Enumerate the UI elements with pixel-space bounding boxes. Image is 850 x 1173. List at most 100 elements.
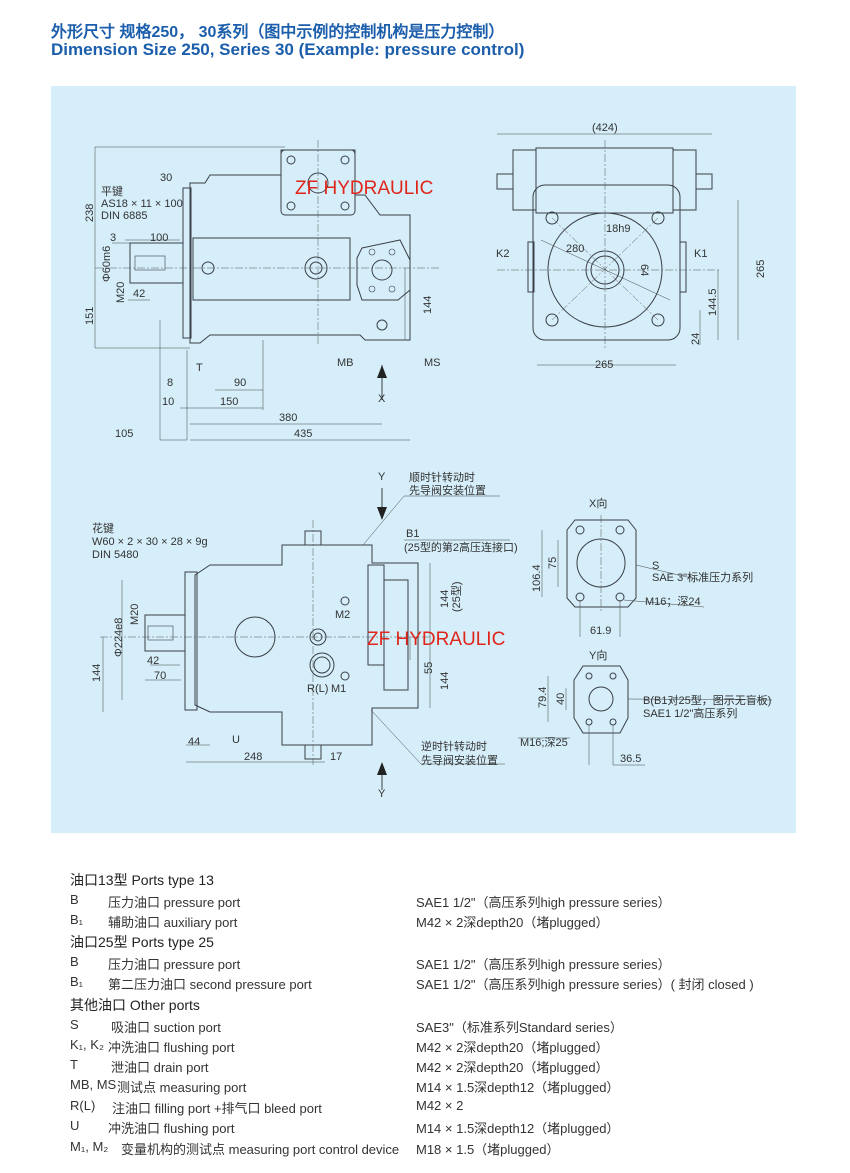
port-S-spec: SAE 3"标准压力系列 [652,570,753,584]
port-desc: 第二压力油口 second pressure port [108,977,312,992]
dim-248: 248 [244,751,262,763]
port-desc: 冲洗油口 flushing port [108,1121,235,1136]
dim-36-5: 36.5 [620,753,641,765]
port-spec: SAE1 1/2"（高压系列high pressure series）( 封闭 … [416,977,754,992]
dim-10: 10 [162,396,174,408]
port-M1: M1 [331,683,346,695]
title-chinese: 外形尺寸 规格250， 30系列（图中示例的控制机构是压力控制） [51,24,505,41]
dim-144-5: 144.5 [707,288,719,316]
lower-view-dimensions: Y Y 顺时针转动时 先导阀安装位置 花键 W60 × 2 × 30 × 28 … [91,470,518,800]
dim-435: 435 [294,428,312,440]
drawing-panel [51,86,796,833]
dim-18h9: 18h9 [606,223,630,235]
port-B-note: B(B1对25型，图示无盲板) [643,693,771,707]
port-desc: 变量机构的测试点 measuring port control device [121,1142,400,1157]
dim-105: 105 [115,428,133,440]
dim-79-4: 79.4 [537,687,549,708]
port-code: M₁, M₂ [70,1139,109,1154]
port-desc: 压力油口 pressure port [108,895,241,910]
spline-label: 花键 [92,521,114,535]
port-B1: B1 [406,528,419,540]
y-view: Y向 79.4 40 B(B1对25型，图示无盲板) SAE1 1/2"高压系列… [518,648,773,766]
dim-44: 44 [188,736,200,748]
port-desc: 冲洗油口 flushing port [108,1040,235,1055]
spline-din: DIN 5480 [92,549,138,561]
dim-280: 280 [566,243,584,255]
port-desc: 辅助油口 auxiliary port [108,915,238,930]
port-spec: M18 × 1.5（堵plugged） [416,1142,560,1157]
title-english: Dimension Size 250, Series 30 (Example: … [51,40,525,59]
port-spec: M42 × 2深depth20（堵plugged） [416,915,609,930]
view-x-arrow-label: X [378,393,386,405]
dim-8: 8 [167,377,173,389]
dim-17: 17 [330,751,342,763]
thread-m20: M20 [115,282,127,303]
port-spec: M42 × 2 [416,1098,464,1113]
dim-42-lower: 42 [147,655,159,667]
port-B-spec: SAE1 1/2"高压系列 [643,706,737,720]
port-desc: 泄油口 drain port [111,1060,209,1075]
port-code: B [70,954,79,969]
ports-type25-header: 油口25型 Ports type 25 [70,934,214,950]
port-T: T [196,362,203,374]
dim-144-upper: 144 [439,590,451,608]
watermark-top: ZF HYDRAULIC [295,178,433,199]
dim-42: 42 [133,288,145,300]
port-U: U [232,734,240,746]
y-view-thread: M16;深25 [520,736,568,749]
dimension-drawing: 30 平键 AS18 × 11 × 100 DIN 6885 238 3 100… [84,122,773,800]
dim-75: 75 [547,557,559,569]
port-spec: M42 × 2深depth20（堵plugged） [416,1040,609,1055]
port-MB: MB [337,357,354,369]
dim-151: 151 [84,307,96,325]
port-code: T [70,1057,78,1072]
port-RL: R(L) [307,683,328,695]
port-spec: M14 × 1.5深depth12（堵plugged） [416,1080,620,1095]
dim-90: 90 [234,377,246,389]
port-code: R(L) [70,1098,96,1113]
port-K1: K1 [694,248,707,260]
port-B1-note: (25型的第2高压连接口) [404,540,518,554]
x-view-title: X向 [589,496,607,510]
dim-24: 24 [690,333,702,345]
port-desc: 注油口 filling port +排气口 bleed port [112,1101,322,1116]
dim-55: 55 [423,662,435,674]
x-view: X向 106.4 75 S SAE 3"标准压力系列 M16；深24 61.9 [531,496,753,637]
dim-3: 3 [110,232,116,244]
port-spec: SAE1 1/2"（高压系列high pressure series） [416,957,671,972]
dim-224e8: Φ224e8 [113,618,125,657]
dim-144-left: 144 [91,664,103,682]
ports-type13-header: 油口13型 Ports type 13 [70,872,214,888]
lower-view-pump [100,488,430,790]
port-spec: SAE1 1/2"（高压系列high pressure series） [416,895,671,910]
port-code: MB, MS [70,1077,117,1092]
ports-other-header: 其他油口 Other ports [70,997,200,1013]
dim-238: 238 [84,204,96,222]
port-code: B₁ [70,912,84,927]
dim-70: 70 [154,670,166,682]
key-spec: AS18 × 11 × 100 [101,198,183,210]
type25-note: (25型) [449,581,463,612]
port-code: B₁ [70,974,84,989]
port-desc: 测试点 measuring port [117,1080,247,1095]
dim-100: 100 [150,232,168,244]
port-M2: M2 [335,609,350,621]
ccw-note-line2: 先导阀安装位置 [421,753,498,767]
side-view-dimensions: 30 平键 AS18 × 11 × 100 DIN 6885 238 3 100… [84,146,441,441]
cw-note-line1: 顺时针转动时 [409,470,475,484]
key-din: DIN 6885 [101,210,147,222]
port-desc: 压力油口 pressure port [108,957,241,972]
cw-note-line2: 先导阀安装位置 [409,483,486,497]
x-view-thread: M16；深24 [645,595,701,608]
view-y-bottom-label: Y [378,788,386,800]
thread-m20-lower: M20 [129,604,141,625]
dim-30: 30 [160,172,172,184]
port-S: S [652,560,659,572]
port-K2: K2 [496,248,509,260]
spline-spec: W60 × 2 × 30 × 28 × 9g [92,536,208,548]
y-view-title: Y向 [589,648,607,662]
front-view-dimensions: (424) 18h9 280 64 K2 K1 265 144.5 24 265 [496,122,767,371]
port-code: U [70,1118,80,1133]
shaft-diameter: Φ60m6 [101,246,113,282]
dim-380: 380 [279,412,297,424]
